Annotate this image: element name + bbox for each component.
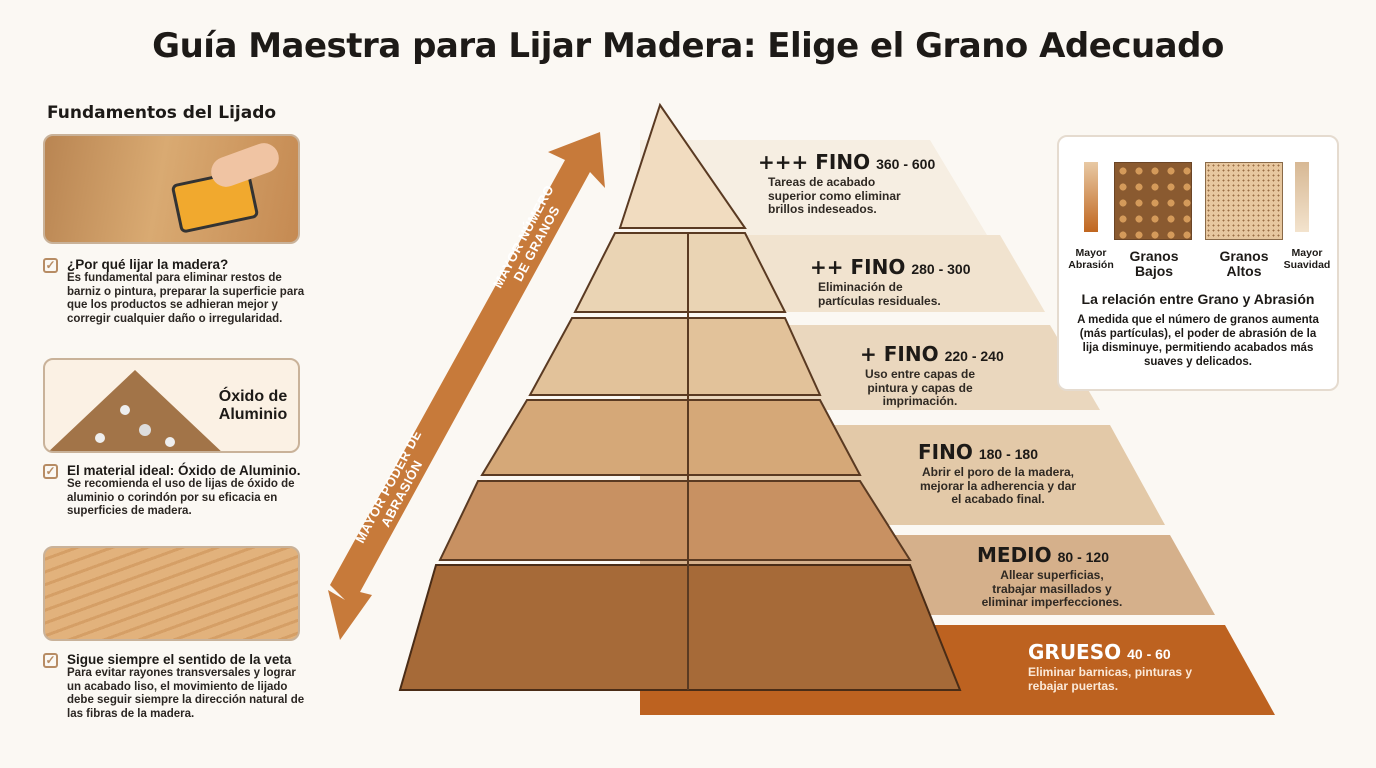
coarse-grain-icon <box>1114 162 1192 240</box>
checkbox-icon: ✓ <box>43 464 58 479</box>
fact-title: Sigue siempre el sentido de la veta <box>67 652 292 667</box>
level-name: FINO <box>918 440 973 464</box>
level-range: 180 - 180 <box>978 446 1039 462</box>
layer-6 <box>398 564 962 691</box>
level-coarse: GRUESO 40 - 60 Eliminar barnicas, pintura… <box>1028 640 1248 693</box>
level-range: 360 - 600 <box>876 156 936 172</box>
layer-4 <box>480 399 862 476</box>
level-name: + FINO <box>860 342 939 366</box>
level-desc: Abrir el poro de la madera, mejorar la a… <box>919 465 1077 506</box>
relation-left-small: Mayor Abrasión <box>1068 247 1114 271</box>
wood-grain-image <box>43 546 300 641</box>
level-name: ++ FINO <box>810 255 906 279</box>
checkbox-icon: ✓ <box>43 653 58 668</box>
level-desc: Eliminación de partículas residuales. <box>818 280 941 308</box>
level-desc: Allear superficias, trabajar masillados … <box>981 568 1123 609</box>
relation-right-small: Mayor Suavidad <box>1283 247 1331 271</box>
fact-text: Se recomienda el uso de lijas de óxido d… <box>67 478 295 517</box>
relation-right-grain: Granos Altos <box>1219 248 1269 279</box>
level-medium: MEDIO 80 - 120 Allear superficias, trabaj… <box>977 543 1197 610</box>
relation-title: La relación entre Grano y Abrasión <box>1081 291 1315 307</box>
page-title: Guía Maestra para Lijar Madera: Elige el… <box>152 26 1224 66</box>
layer-2 <box>573 232 787 313</box>
fine-grain-icon <box>1205 162 1283 240</box>
fact-text: Para evitar rayones transversales y logr… <box>67 667 305 720</box>
level-desc: Tareas de acabado superior como eliminar… <box>768 175 901 216</box>
aluminum-oxide-image: Óxido de Aluminio <box>43 358 300 453</box>
level-range: 220 - 240 <box>944 348 1004 364</box>
layer-1 <box>618 102 747 229</box>
arrow-up-icon <box>1295 162 1309 232</box>
fact-material: ✓ El material ideal: Óxido de Aluminio. … <box>43 463 313 519</box>
grain-relation-panel: Mayor Abrasión Granos Bajos Granos Altos… <box>1057 135 1339 391</box>
level-desc: Eliminar barnicas, pinturas y rebajar pu… <box>1028 665 1193 693</box>
fact-why-sand: ✓ ¿Por qué lijar la madera? Es fundament… <box>43 257 313 326</box>
fact-grain-direction: ✓ Sigue siempre el sentido de la veta Pa… <box>43 652 313 721</box>
sanding-image <box>43 134 300 244</box>
level-extra-fine-2: ++ FINO 280 - 300 Eliminación de partícul… <box>810 255 1010 308</box>
fact-title: ¿Por qué lijar la madera? <box>67 257 229 272</box>
grain-arrow <box>328 132 605 640</box>
level-extra-fine-1: + FINO 220 - 240 Uso entre capas de pintu… <box>860 342 1060 409</box>
level-fine: FINO 180 - 180 Abrir el poro de la madera… <box>918 440 1118 507</box>
grain-pile-icon <box>49 370 221 451</box>
level-desc: Uso entre capas de pintura y capas de im… <box>864 367 976 408</box>
layer-3 <box>528 317 822 396</box>
level-name: GRUESO <box>1028 640 1122 664</box>
relation-left-grain: Granos Bajos <box>1129 248 1179 279</box>
level-range: 80 - 120 <box>1057 549 1109 565</box>
section-heading: Fundamentos del Lijado <box>47 103 277 123</box>
fact-text: Es fundamental para eliminar restos de b… <box>67 272 305 325</box>
level-name: +++ FINO <box>758 150 871 174</box>
arrow-down-icon <box>1084 162 1098 232</box>
oxide-label: Óxido de Aluminio <box>218 388 288 423</box>
fact-title: El material ideal: Óxido de Aluminio. <box>67 463 301 478</box>
level-extra-fine-3: +++ FINO 360 - 600 Tareas de acabado supe… <box>758 150 958 217</box>
level-range: 280 - 300 <box>911 261 971 277</box>
checkbox-icon: ✓ <box>43 258 58 273</box>
level-name: MEDIO <box>977 543 1052 567</box>
relation-text: A medida que el número de granos aumenta… <box>1077 314 1319 368</box>
level-range: 40 - 60 <box>1127 646 1171 662</box>
layer-5 <box>438 480 912 561</box>
